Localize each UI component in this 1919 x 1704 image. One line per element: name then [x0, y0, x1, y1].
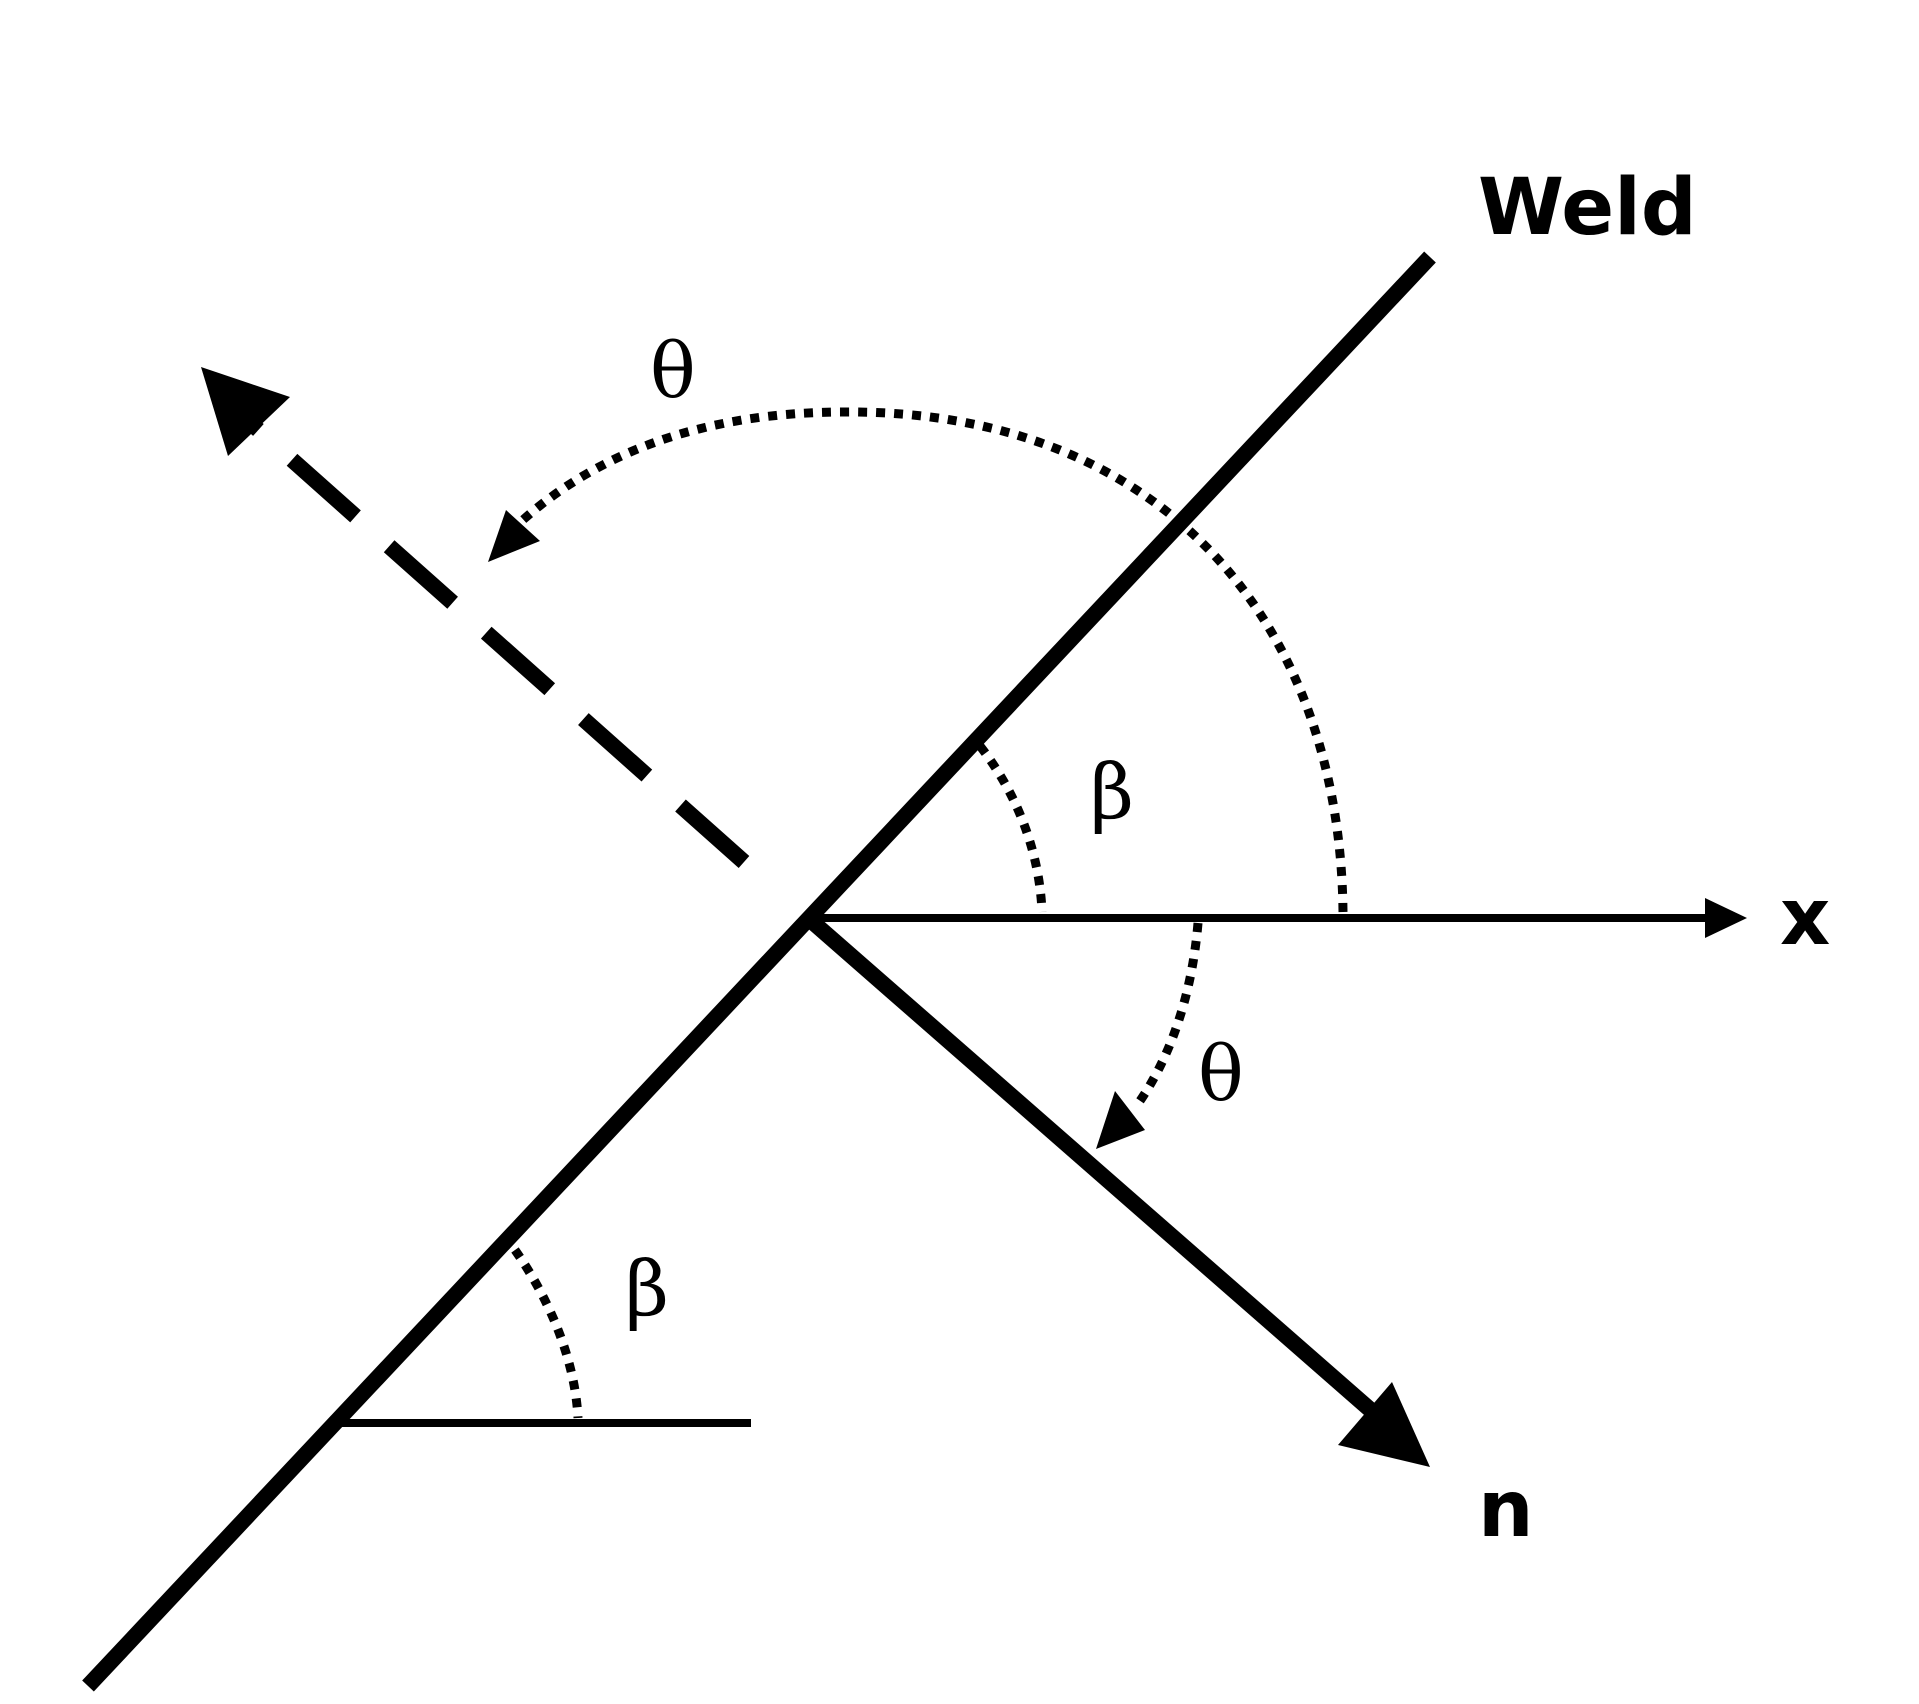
theta-arc-upper-arrowhead [488, 510, 540, 562]
reverse-normal-arrowhead [201, 367, 290, 456]
weld-label: Weld [1478, 163, 1697, 253]
theta-label-upper: θ [650, 326, 696, 415]
theta-arc-lower [1131, 922, 1203, 1111]
beta-label-lower: β [625, 1244, 669, 1333]
beta-arc-lower [511, 1247, 583, 1419]
beta-arc-upper [976, 743, 1047, 913]
normal-label: n [1478, 1465, 1534, 1555]
theta-label-lower: θ [1198, 1029, 1244, 1118]
x-axis-arrowhead [1705, 898, 1747, 938]
beta-label-upper: β [1090, 747, 1134, 836]
normal-vector-line [802, 911, 1388, 1427]
reverse-normal-dashed-line [239, 412, 750, 868]
x-axis-label: x [1780, 873, 1830, 963]
weld-line [82, 251, 1436, 1692]
normal-vector-arrowhead [1338, 1382, 1430, 1467]
theta-arc-upper [508, 407, 1348, 913]
theta-arc-lower-arrowhead [1096, 1091, 1145, 1149]
